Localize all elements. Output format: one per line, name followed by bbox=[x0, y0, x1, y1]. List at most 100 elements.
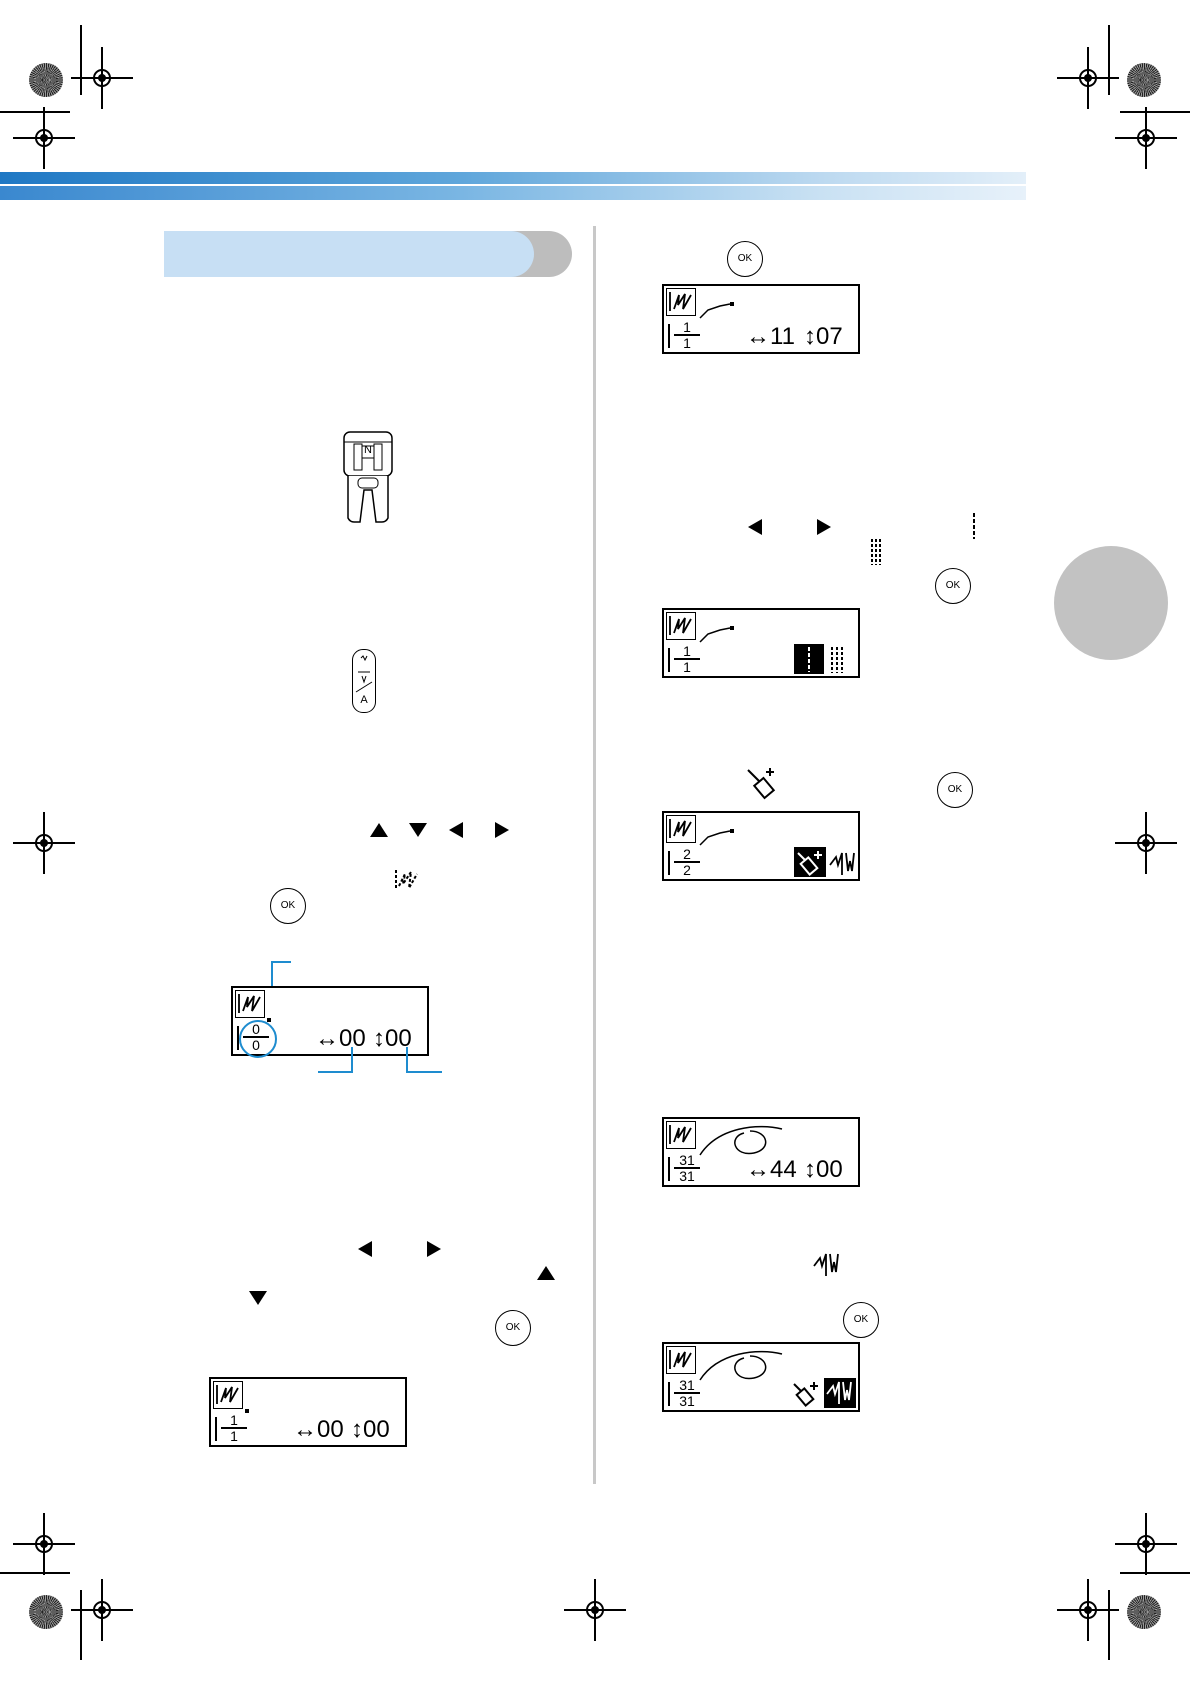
callout-line bbox=[271, 961, 291, 963]
crop-line bbox=[1108, 25, 1110, 95]
left-arrow-icon bbox=[449, 822, 463, 838]
ok-button[interactable]: OK bbox=[727, 241, 763, 277]
stitch-line-preview bbox=[699, 302, 734, 319]
free-motion-pattern-icon bbox=[666, 612, 696, 640]
needle-point-dot bbox=[245, 1409, 249, 1413]
needle-point-dot bbox=[267, 1018, 271, 1022]
stitch-index: 0 0 bbox=[235, 1020, 269, 1054]
stitch-index-bottom: 31 bbox=[679, 1393, 695, 1409]
lcd-screen-4: 1 1 bbox=[662, 608, 860, 678]
stitch-index-top: 2 bbox=[683, 846, 691, 862]
stitch-index: 31 31 bbox=[666, 1151, 700, 1185]
crop-line bbox=[0, 1572, 70, 1574]
crop-line bbox=[1108, 1590, 1110, 1660]
callout-line bbox=[406, 1071, 442, 1073]
stitch-index-top: 31 bbox=[679, 1152, 695, 1168]
length-value: ↕07 bbox=[804, 323, 843, 350]
free-motion-stitch-icon bbox=[395, 870, 418, 890]
length-value: ↕00 bbox=[804, 1156, 843, 1183]
free-motion-pattern-icon bbox=[666, 1121, 696, 1149]
section-title-pill bbox=[164, 231, 534, 277]
triple-stitch-option bbox=[831, 647, 843, 673]
callout-line bbox=[318, 1071, 353, 1073]
stitch-count-highlight bbox=[239, 1020, 277, 1058]
crop-line bbox=[80, 1590, 82, 1660]
up-arrow-icon bbox=[537, 1266, 555, 1280]
down-arrow-icon bbox=[249, 1291, 267, 1305]
setting-card-letter: A bbox=[360, 694, 368, 706]
registration-mark bbox=[13, 107, 75, 169]
stitch-index-top: 1 bbox=[683, 643, 691, 659]
lcd-screen-7: 31 31 bbox=[662, 1342, 860, 1412]
stitch-end-option-selected bbox=[824, 1378, 856, 1408]
registration-mark bbox=[1057, 1579, 1119, 1641]
registration-mark bbox=[1057, 47, 1119, 109]
ok-button[interactable]: OK bbox=[843, 1302, 879, 1338]
thread-cut-icon bbox=[747, 768, 776, 800]
registration-mark bbox=[71, 1579, 133, 1641]
lcd-screen-3: 1 1 ↔11 ↕07 bbox=[662, 284, 860, 354]
crop-line bbox=[80, 25, 82, 95]
chapter-tab bbox=[1054, 546, 1168, 660]
down-arrow-icon bbox=[409, 823, 427, 837]
ok-button[interactable]: OK bbox=[935, 568, 971, 604]
ok-button[interactable]: OK bbox=[937, 772, 973, 808]
ok-button[interactable]: OK bbox=[270, 888, 306, 924]
stitch-index-bottom: 1 bbox=[230, 1428, 238, 1444]
free-motion-pattern-icon bbox=[666, 815, 696, 843]
registration-mark bbox=[1115, 107, 1177, 169]
color-target bbox=[29, 63, 63, 97]
lcd-screen-2: 1 1 ↔00 ↕00 bbox=[209, 1377, 407, 1447]
stitch-index: 31 31 bbox=[666, 1376, 700, 1410]
free-motion-pattern-icon bbox=[666, 288, 696, 316]
stitch-loop-preview bbox=[699, 1350, 783, 1381]
stitch-index-bottom: 2 bbox=[683, 862, 691, 878]
registration-mark bbox=[13, 812, 75, 874]
length-value: ↕00 bbox=[351, 1416, 390, 1443]
stitch-index-bottom: 0 bbox=[252, 1037, 260, 1053]
callout-line bbox=[271, 961, 273, 987]
registration-mark bbox=[1115, 1513, 1177, 1575]
registration-mark bbox=[71, 47, 133, 109]
stitch-end-icon bbox=[813, 1253, 839, 1276]
crop-line bbox=[0, 111, 70, 113]
registration-mark bbox=[13, 1513, 75, 1575]
thread-cut-option-selected bbox=[794, 847, 826, 877]
color-target bbox=[1127, 63, 1161, 97]
stitch-index-bottom: 1 bbox=[683, 335, 691, 351]
lcd-screen-1: 0 0 ↔00 ↕00 bbox=[231, 986, 429, 1058]
stitch-setting-card: A bbox=[352, 649, 376, 713]
crop-line bbox=[1120, 111, 1190, 113]
free-motion-pattern-icon bbox=[213, 1381, 243, 1409]
free-motion-pattern-icon bbox=[666, 1346, 696, 1374]
single-stitch-icon bbox=[973, 513, 975, 539]
foot-letter: N bbox=[364, 444, 372, 456]
registration-mark bbox=[564, 1579, 626, 1641]
stitch-loop-preview bbox=[699, 1125, 783, 1156]
header-band-top bbox=[0, 172, 1026, 184]
stitch-index: 1 1 bbox=[213, 1411, 247, 1445]
free-motion-pattern-icon bbox=[235, 990, 265, 1018]
stitch-index-bottom: 1 bbox=[683, 659, 691, 675]
left-arrow-icon bbox=[358, 1241, 372, 1257]
left-arrow-icon bbox=[748, 519, 762, 535]
stitch-index-bottom: 31 bbox=[679, 1168, 695, 1184]
color-target bbox=[29, 1595, 63, 1629]
width-value: ↔44 bbox=[746, 1156, 797, 1183]
width-value: ↔00 bbox=[315, 1025, 366, 1052]
stitch-index-top: 1 bbox=[683, 319, 691, 335]
width-value: ↔00 bbox=[293, 1416, 344, 1443]
ok-button[interactable]: OK bbox=[495, 1310, 531, 1346]
right-arrow-icon bbox=[495, 822, 509, 838]
callout-line bbox=[351, 1047, 353, 1073]
right-arrow-icon bbox=[817, 519, 831, 535]
column-divider bbox=[593, 226, 596, 1484]
single-stitch-option-selected bbox=[794, 644, 824, 674]
header-band-bottom bbox=[0, 186, 1026, 200]
stitch-line-preview bbox=[699, 829, 734, 846]
stitch-index: 1 1 bbox=[666, 318, 700, 352]
lcd-screen-6: 31 31 ↔44 ↕00 bbox=[662, 1117, 860, 1187]
stitch-line-preview bbox=[699, 626, 734, 643]
color-target bbox=[1127, 1595, 1161, 1629]
stitch-end-option bbox=[829, 852, 855, 875]
